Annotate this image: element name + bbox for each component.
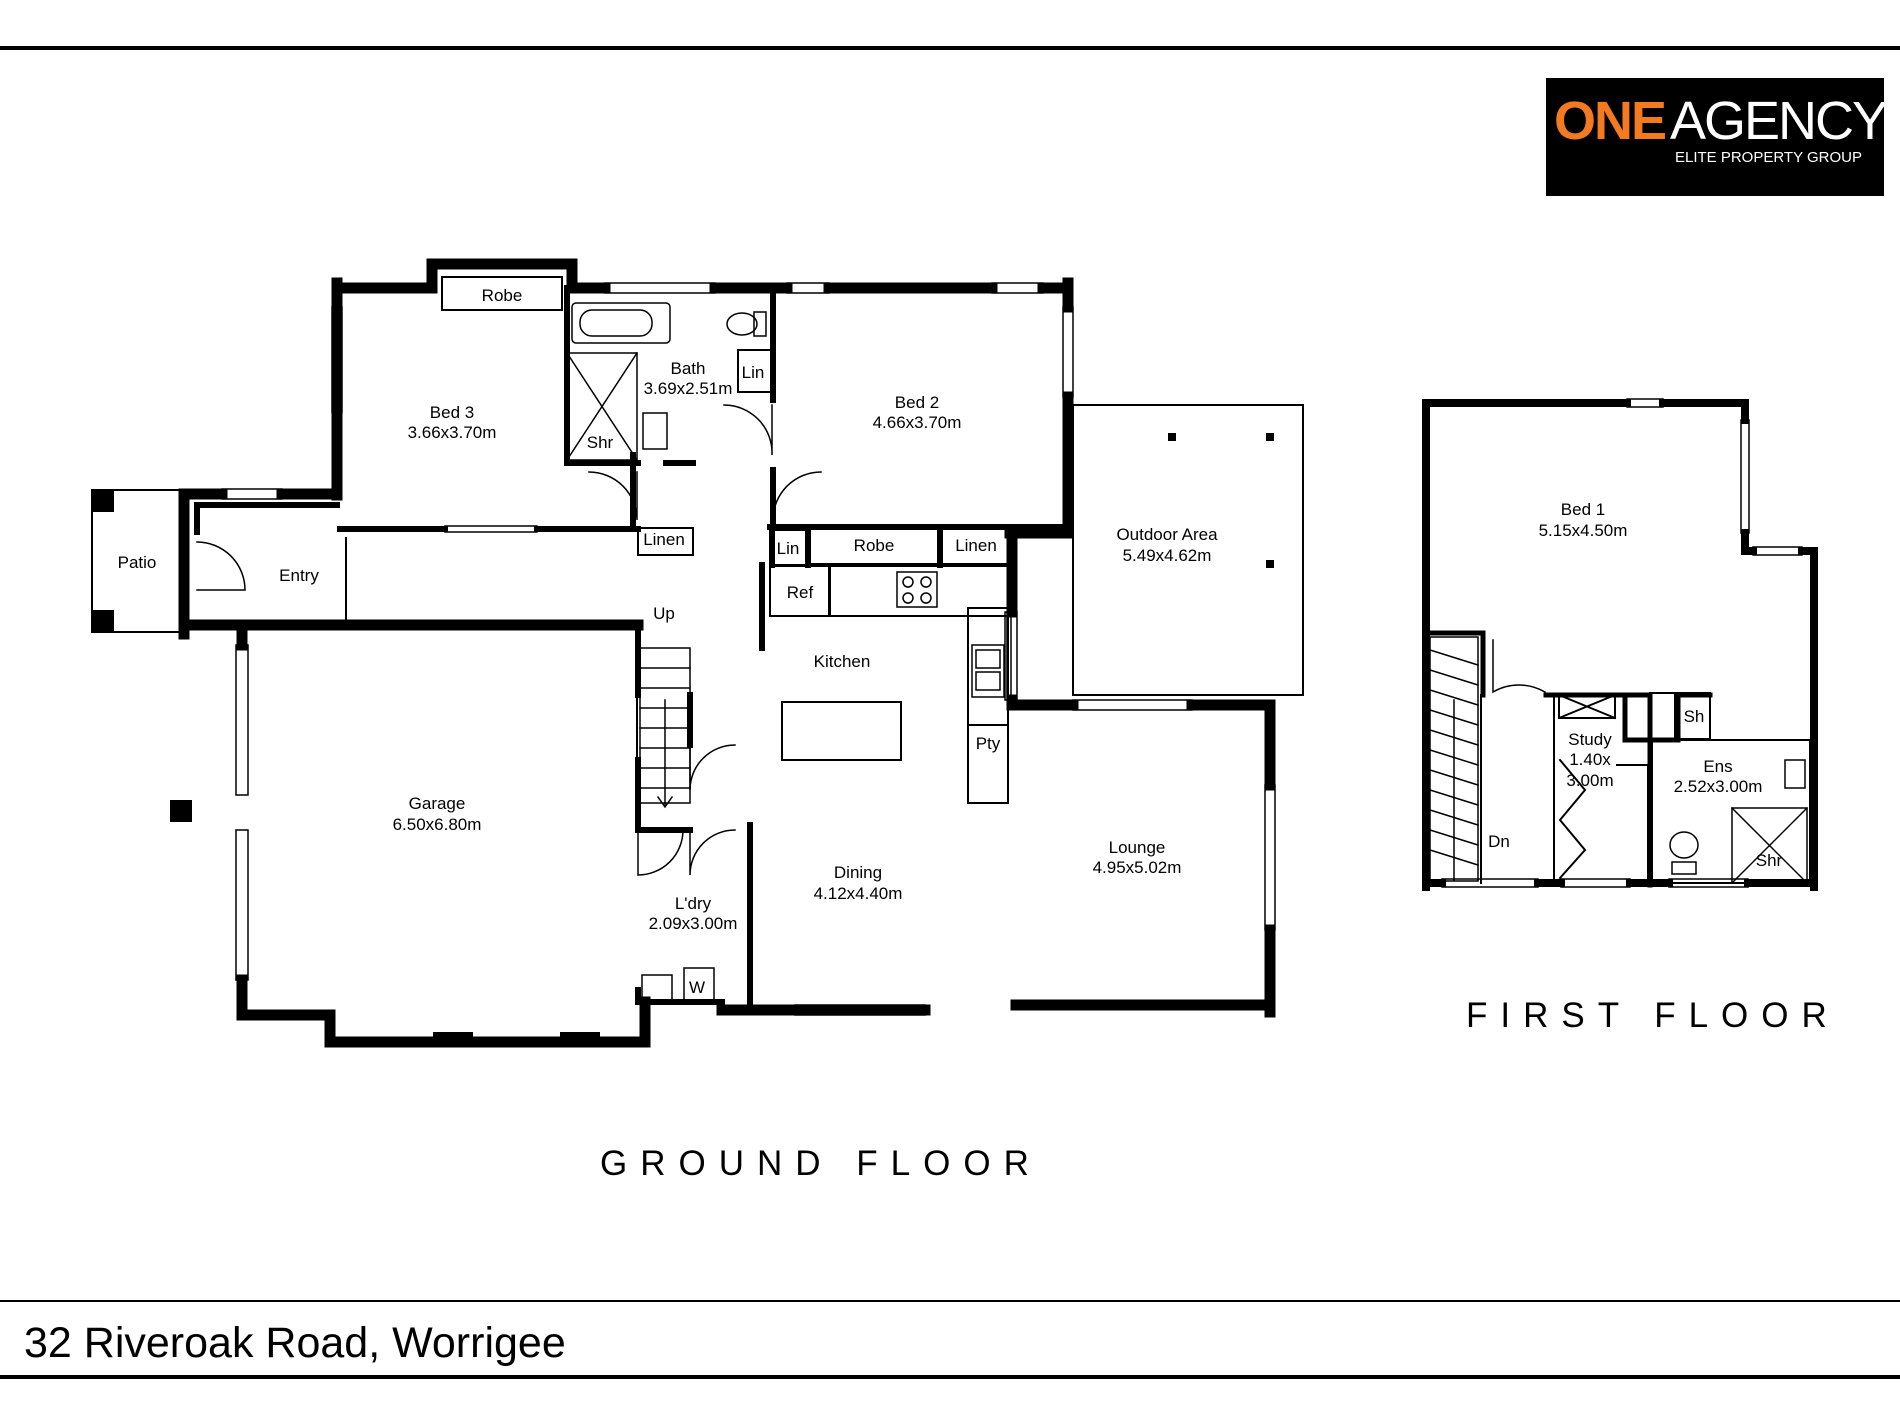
logo-wordmark-bold: ONE xyxy=(1554,91,1667,151)
study-label: Study xyxy=(1568,730,1612,749)
first-doors xyxy=(1492,639,1809,885)
laundry-label: L'dry xyxy=(675,894,712,913)
ground-windows xyxy=(221,282,1276,1016)
garage-size: 6.50x6.80m xyxy=(393,815,482,834)
stairs-up-label: Up xyxy=(653,604,675,623)
logo-subtitle: ELITE PROPERTY GROUP xyxy=(1675,149,1862,166)
shr-bath-label: Shr xyxy=(587,433,614,452)
property-address: 32 Riveroak Road, Worrigee xyxy=(24,1319,566,1367)
entry-label: Entry xyxy=(279,566,319,585)
stairs-down-label: Dn xyxy=(1488,832,1510,851)
ensuite-size: 2.52x3.00m xyxy=(1674,777,1763,796)
kitchen-label: Kitchen xyxy=(814,652,871,671)
outdoor-area-label: Outdoor Area xyxy=(1116,525,1218,544)
study-size-line2: 3.00m xyxy=(1566,771,1613,790)
bath-size: 3.69x2.51m xyxy=(644,379,733,398)
first-thin-partitions xyxy=(1480,692,1811,884)
bed1-label: Bed 1 xyxy=(1561,500,1605,519)
garage-label: Garage xyxy=(409,794,466,813)
ground-doors xyxy=(196,404,822,876)
logo-wordmark-regular: AGENCY xyxy=(1670,91,1888,151)
ref-label: Ref xyxy=(787,583,814,602)
posts xyxy=(92,433,1274,1042)
ground-thin-partitions xyxy=(91,276,1304,831)
lin-bath-label: Lin xyxy=(742,363,765,382)
agency-logo: ONE AGENCY ELITE PROPERTY GROUP xyxy=(1546,78,1888,196)
robe-bed2-label: Robe xyxy=(854,536,895,555)
lounge-label: Lounge xyxy=(1109,838,1166,857)
sh-label: Sh xyxy=(1684,707,1705,726)
dining-size: 4.12x4.40m xyxy=(814,884,903,903)
bath-label: Bath xyxy=(671,359,706,378)
shr-ensuite-label: Shr xyxy=(1756,851,1783,870)
first-interior-walls xyxy=(1423,630,1713,888)
laundry-size: 2.09x3.00m xyxy=(649,914,738,933)
outdoor-area-size: 5.49x4.62m xyxy=(1123,546,1212,565)
top-rule xyxy=(0,46,1900,50)
lounge-size: 4.95x5.02m xyxy=(1093,858,1182,877)
linen-hall-label: Linen xyxy=(643,530,685,549)
bed1-size: 5.15x4.50m xyxy=(1539,521,1628,540)
patio-label: Patio xyxy=(118,553,157,572)
bed2-label: Bed 2 xyxy=(895,393,939,412)
first-windows xyxy=(1441,398,1803,888)
dining-label: Dining xyxy=(834,863,882,882)
ground-fixtures xyxy=(565,302,1005,1003)
study-size-line1: 1.40x xyxy=(1569,750,1611,769)
lin-hall-label: Lin xyxy=(777,539,800,558)
washer-label: W xyxy=(689,978,705,997)
bed3-size: 3.66x3.70m xyxy=(408,423,497,442)
first-stairs xyxy=(1429,636,1479,882)
pantry-label: Pty xyxy=(976,734,1001,753)
bed3-label: Bed 3 xyxy=(430,403,474,422)
linen-bed2-label: Linen xyxy=(955,536,997,555)
ground-floor-title: GROUND FLOOR xyxy=(600,1144,1042,1183)
first-floor-title: FIRST FLOOR xyxy=(1466,996,1840,1035)
footer-bottom-rule xyxy=(0,1375,1900,1379)
bed2-size: 4.66x3.70m xyxy=(873,413,962,432)
footer-top-rule xyxy=(0,1300,1900,1302)
room-labels: Robe Bath 3.69x2.51m Lin Shr Bed 3 3.66x… xyxy=(118,286,1840,1183)
robe-bed3-label: Robe xyxy=(482,286,523,305)
ensuite-label: Ens xyxy=(1703,757,1732,776)
ground-stairs xyxy=(639,647,691,809)
